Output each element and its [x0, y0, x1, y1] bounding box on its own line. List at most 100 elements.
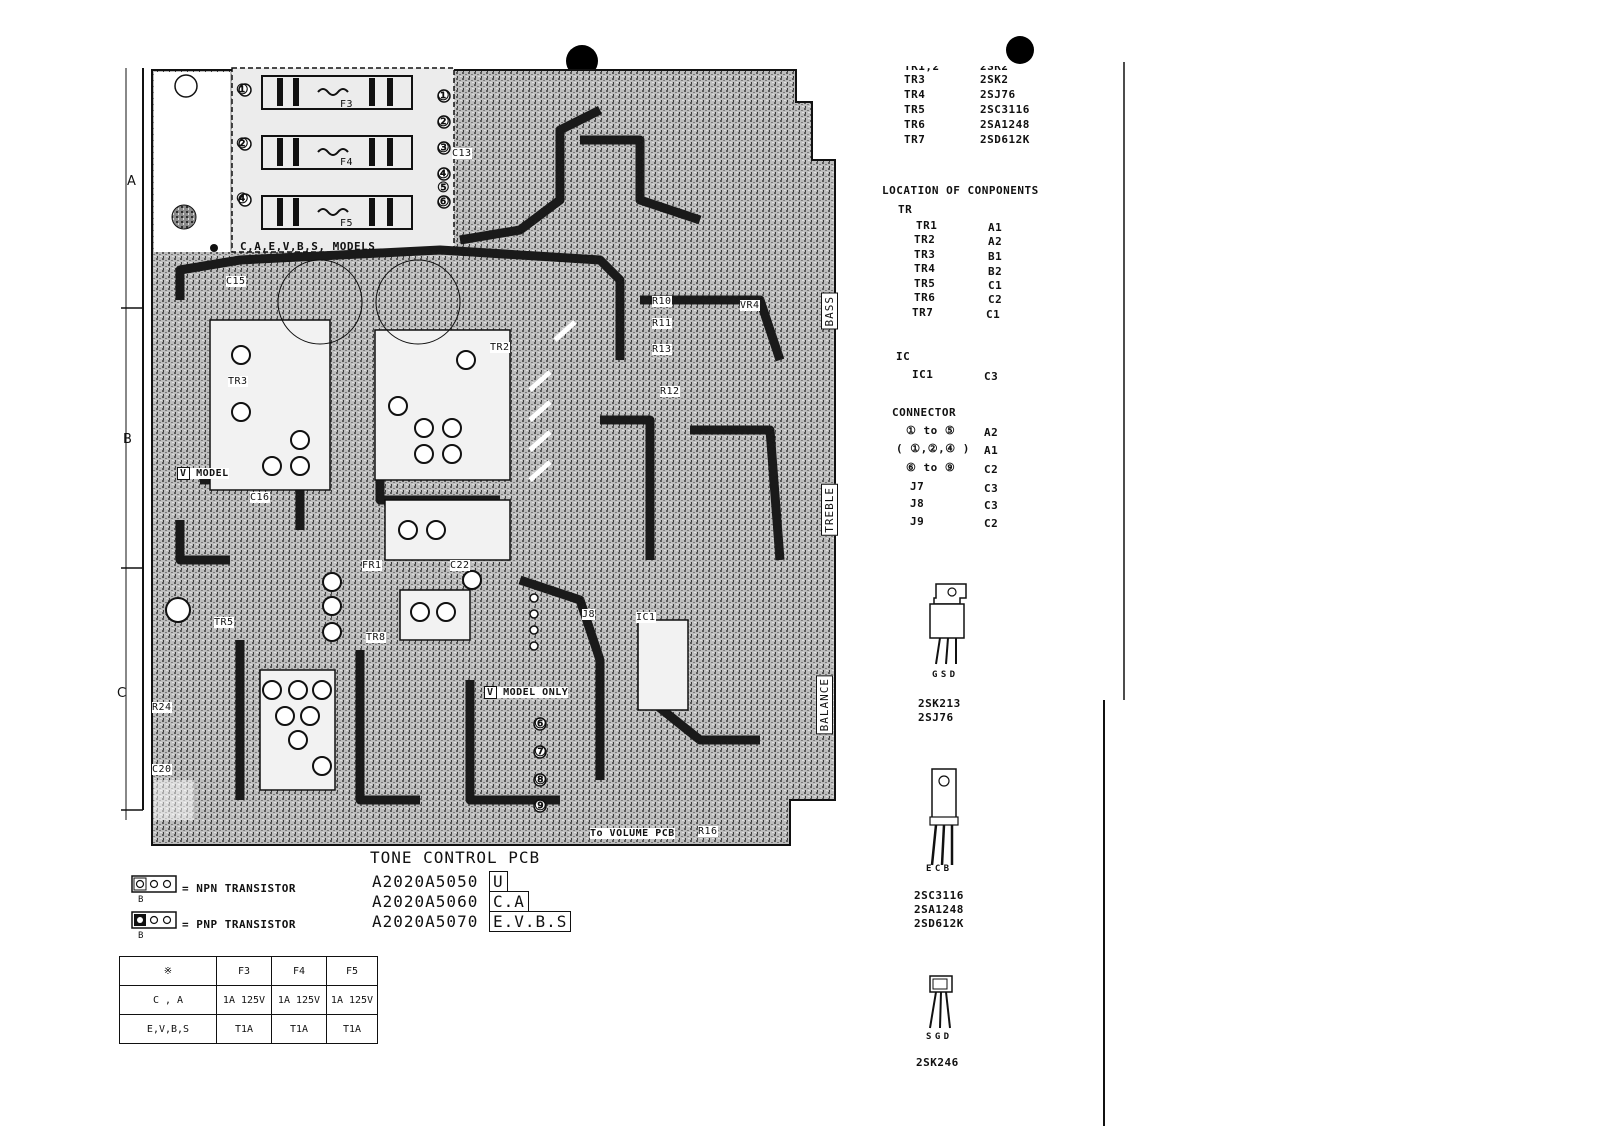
location-conn-loc: C2 [984, 463, 999, 476]
location-tr-ref: TR3 [914, 248, 936, 261]
part-label-c15: C15 [226, 276, 246, 287]
location-conn-ref: J8 [910, 497, 925, 510]
location-tr-loc: B2 [988, 265, 1003, 278]
pcb-conn-bottom-9: ⑨ [534, 798, 548, 814]
fuse-table-cell: T1A [216, 1014, 272, 1044]
package-1-part: 2SK213 [918, 697, 961, 710]
tr-type-part: 2SA1248 [980, 118, 1030, 131]
package-1-part: 2SJ76 [918, 711, 954, 724]
location-tr-ref: TR6 [914, 291, 936, 304]
fuse-table-cell: T1A [271, 1014, 327, 1044]
part-label-fr1: FR1 [362, 560, 382, 571]
tr-type-part: 2SC3116 [980, 103, 1030, 116]
location-conn-ref: ① to ⑤ [906, 424, 956, 437]
location-conn-ref: J7 [910, 480, 925, 493]
package-2-pins: E C B [926, 864, 949, 874]
row-label-a: A [127, 174, 136, 189]
package-3-part: 2SK246 [916, 1056, 959, 1069]
location-conn-ref: ⑥ to ⑨ [906, 461, 956, 474]
pcb-conn-right-4: ④ [437, 166, 451, 182]
row-label-b: B [123, 432, 132, 447]
part-label-r10: R10 [652, 296, 672, 307]
package-3-pins: S G D [926, 1032, 949, 1042]
location-tr-ref: TR2 [914, 233, 936, 246]
part-label-c22: C22 [450, 560, 470, 571]
location-conn-loc: C3 [984, 482, 999, 495]
location-tr-ref: TR5 [914, 277, 936, 290]
location-tr-ref: TR4 [914, 262, 936, 275]
location-tr-header: TR [898, 203, 913, 216]
location-connector-header: CONNECTOR [892, 406, 957, 419]
part-label-c20: C20 [152, 764, 172, 775]
location-tr-loc: B1 [988, 250, 1003, 263]
tr-type-ref: TR6 [904, 118, 926, 131]
npn-base-mark: B [138, 895, 144, 905]
part-label-tr3: TR3 [228, 376, 248, 387]
location-ic-ref: IC1 [912, 368, 934, 381]
part-label-tr8: TR8 [366, 632, 386, 643]
location-title: LOCATION OF CONPONENTS [882, 184, 1039, 197]
tr-type-ref: TR5 [904, 103, 926, 116]
part-label-r11: R11 [652, 318, 672, 329]
tr-type-ref: TR4 [904, 88, 926, 101]
fuse-table-cell: 1A 125V [326, 985, 378, 1015]
fuse-table-header-cell: F4 [271, 956, 327, 986]
location-conn-ref: J9 [910, 515, 925, 528]
fuse-table-header-cell: F5 [326, 956, 378, 986]
part-label-tr2: TR2 [490, 342, 510, 353]
tr-type-part: 2SJ76 [980, 88, 1016, 101]
fuse-f4-label: F4 [340, 157, 354, 168]
pcb-conn-bottom-7: ⑦ [534, 744, 548, 760]
pcb-conn-right-3: ③ [437, 140, 451, 156]
pcb-conn-left-1: ① [236, 82, 250, 98]
part-label-j8: J8 [582, 609, 596, 620]
fuse-table-header: ※ F3 F4 F5 [119, 956, 378, 986]
location-conn-loc: C2 [984, 517, 999, 530]
part-label-vr4: VR4 [740, 300, 760, 311]
part-label-r13: R13 [652, 344, 672, 355]
tr-type-part: 2SD612K [980, 133, 1030, 146]
location-ic-loc: C3 [984, 370, 999, 383]
part-label-ic1: IC1 [636, 612, 656, 623]
to-volume-label: To VOLUME PCB [590, 828, 675, 839]
pcb-conn-left-4: ④ [236, 191, 250, 207]
fuse-table-cell: T1A [326, 1014, 378, 1044]
tr-type-part: 2SK2 [980, 73, 1009, 86]
treble-label: TREBLE [821, 484, 838, 536]
to92-package-icon [929, 975, 953, 1029]
part-label-r24: R24 [152, 702, 172, 713]
v-model-label: V MODEL [177, 467, 229, 480]
fuse-table-cell: 1A 125V [216, 985, 272, 1015]
location-tr-loc: A1 [988, 221, 1003, 234]
to126-package-icon [929, 768, 959, 866]
location-conn-loc: A1 [984, 444, 999, 457]
row-label-c: C [117, 686, 127, 701]
models-note: C,A,E,V,B,S, MODELS [240, 240, 376, 253]
tr-type-ref: TR3 [904, 73, 926, 86]
pcb-conn-right-2: ② [437, 114, 451, 130]
part-label-tr5: TR5 [214, 617, 234, 628]
transistor-legend-symbols [131, 875, 177, 929]
part-label-c13: C13 [452, 148, 472, 159]
location-tr-ref: TR7 [912, 306, 934, 319]
fuse-table-cell: C , A [119, 985, 217, 1015]
package-1-pins: G S D [932, 670, 955, 680]
pnp-base-mark: B [138, 931, 144, 941]
pcb-conn-right-6: ⑥ [437, 194, 451, 210]
part-label-c16: C16 [250, 492, 270, 503]
npn-label: = NPN TRANSISTOR [182, 882, 296, 895]
location-tr-loc: C1 [988, 279, 1003, 292]
location-tr-loc: C1 [986, 308, 1001, 321]
package-2-part: 2SD612K [914, 917, 964, 930]
fuse-table-row: C , A 1A 125V 1A 125V 1A 125V [119, 985, 378, 1015]
pcb-variant-3: A2020A5070 E.V.B.S [372, 911, 572, 932]
pcb-conn-bottom-6: ⑥ [534, 716, 548, 732]
fuse-table: ※ F3 F4 F5 C , A 1A 125V 1A 125V 1A 125V… [119, 956, 378, 1044]
part-label-r12: R12 [660, 386, 680, 397]
location-tr-loc: A2 [988, 235, 1003, 248]
location-conn-loc: A2 [984, 426, 999, 439]
pcb-conn-left-2: ② [236, 136, 250, 152]
location-tr-ref: TR1 [916, 219, 938, 232]
tr-type-ref: TR7 [904, 133, 926, 146]
